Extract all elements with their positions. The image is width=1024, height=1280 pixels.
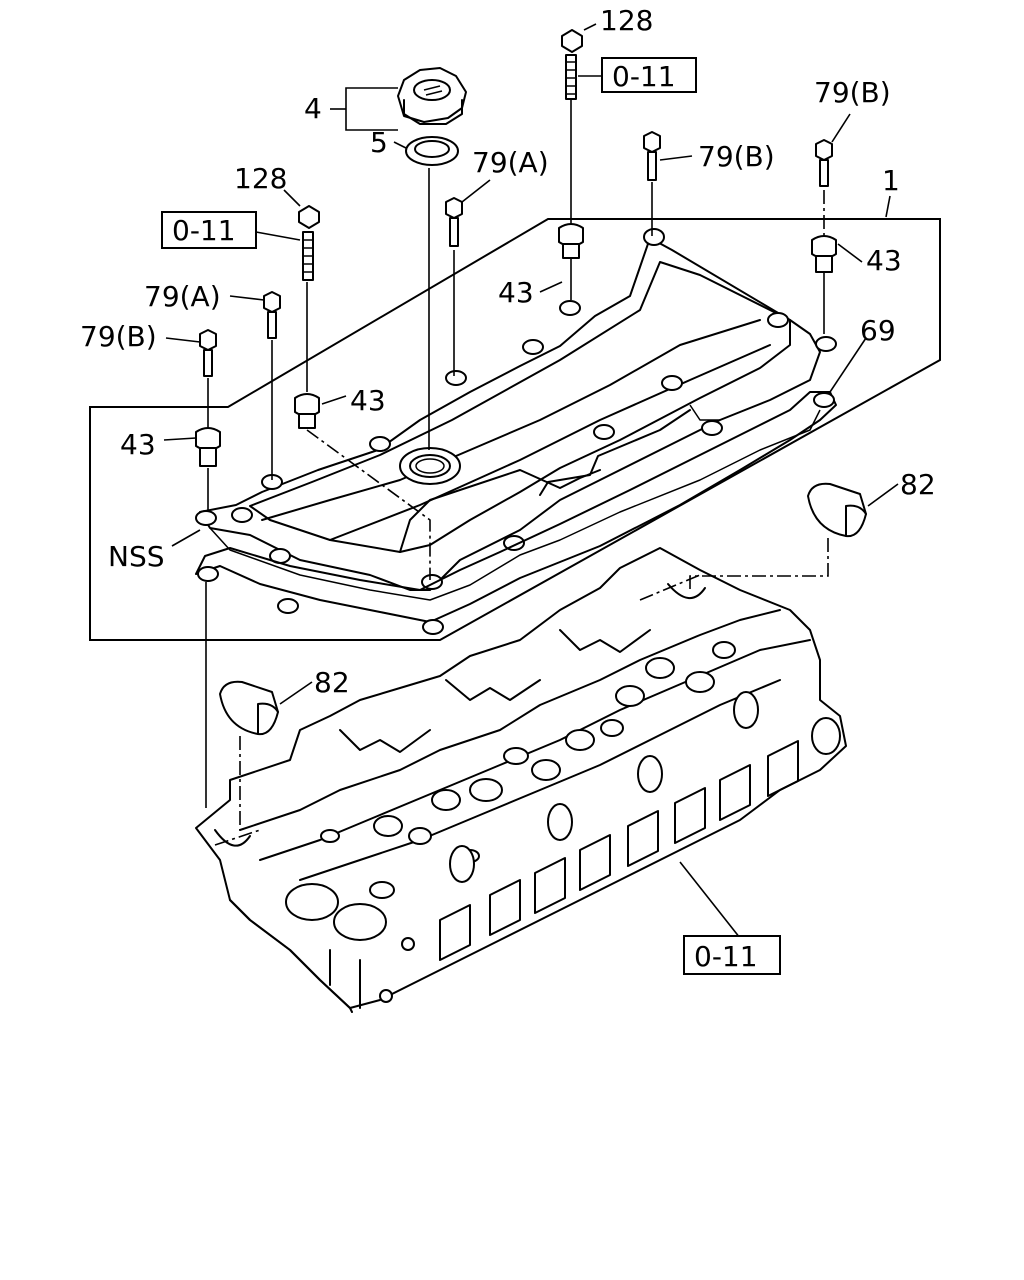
cylinder-head xyxy=(195,547,847,1013)
ref-left-label: 0-11 xyxy=(172,214,236,247)
ref-left-leader xyxy=(255,231,301,241)
grommet-right-leader xyxy=(837,243,863,263)
grommet-left-mid-leader xyxy=(321,395,347,405)
ref-top-box xyxy=(601,57,697,93)
grommet-center xyxy=(558,223,584,259)
cover-callout-leader xyxy=(885,195,891,218)
stud-left xyxy=(298,205,320,281)
bolt-79a-left-label: 79(A) xyxy=(144,280,221,313)
ref-left-box xyxy=(161,211,257,249)
plug-right-leader xyxy=(867,483,899,507)
nss-leader xyxy=(171,529,201,547)
cover-label: 1 xyxy=(882,164,900,197)
seal-label-leader xyxy=(393,141,407,149)
plug-right-label: 82 xyxy=(900,468,936,501)
plug-left xyxy=(219,680,279,736)
seal-label: 5 xyxy=(370,126,388,159)
nut-left-label: 128 xyxy=(234,162,287,195)
bolt-79b-right xyxy=(815,139,833,187)
oil-cap-seal xyxy=(405,136,459,166)
nut-top-leader xyxy=(583,23,597,31)
grommet-left xyxy=(195,427,221,467)
bolt-79a-center-leader xyxy=(461,179,491,203)
grommet-center-leader xyxy=(539,281,563,293)
grommet-right-label: 43 xyxy=(866,244,902,277)
gasket-label: 69 xyxy=(860,314,896,347)
bolt-79a-center xyxy=(445,197,463,247)
bolt-79b-center-label: 79(B) xyxy=(698,140,775,173)
bolt-79b-center-leader xyxy=(659,155,693,161)
bolt-79b-center xyxy=(643,131,661,181)
grommet-left-mid-label: 43 xyxy=(350,384,386,417)
bolt-79b-left xyxy=(199,329,217,377)
bolt-79b-left-leader xyxy=(165,337,201,343)
ref-bottom-label: 0-11 xyxy=(694,940,758,973)
ref-bottom-box xyxy=(683,935,781,975)
ref-bottom-leader xyxy=(679,861,741,939)
grommet-left-leader xyxy=(163,437,197,441)
bolt-79b-right-label: 79(B) xyxy=(814,76,891,109)
bolt-79a-center-label: 79(A) xyxy=(472,146,549,179)
plug-left-label: 82 xyxy=(314,666,350,699)
nut-top-label: 128 xyxy=(600,4,653,37)
plug-right xyxy=(807,482,867,538)
plug-left-leader xyxy=(279,681,313,705)
nut-left-leader xyxy=(283,189,301,207)
head-cover xyxy=(195,228,837,601)
grommet-center-label: 43 xyxy=(498,276,534,309)
grommet-left-label: 43 xyxy=(120,428,156,461)
cap-seal-bracket xyxy=(345,87,398,131)
bolt-79b-left-label: 79(B) xyxy=(80,320,157,353)
nss-label: NSS xyxy=(108,540,165,573)
plug-right-line xyxy=(689,538,829,590)
gasket-leader xyxy=(829,337,867,393)
oil-filler-cap xyxy=(397,67,467,125)
grommet-right xyxy=(811,235,837,273)
ref-top-label: 0-11 xyxy=(612,60,676,93)
stud-top xyxy=(561,29,583,100)
bolt-79a-left xyxy=(263,291,281,339)
bolt-79a-left-leader xyxy=(229,295,265,301)
grommet-left-mid xyxy=(294,393,320,429)
bolt-79b-right-leader xyxy=(831,113,851,143)
cap-label: 4 xyxy=(304,92,322,125)
grommet-left-mid-line xyxy=(306,429,431,580)
cover-assembly-frame xyxy=(89,218,941,641)
